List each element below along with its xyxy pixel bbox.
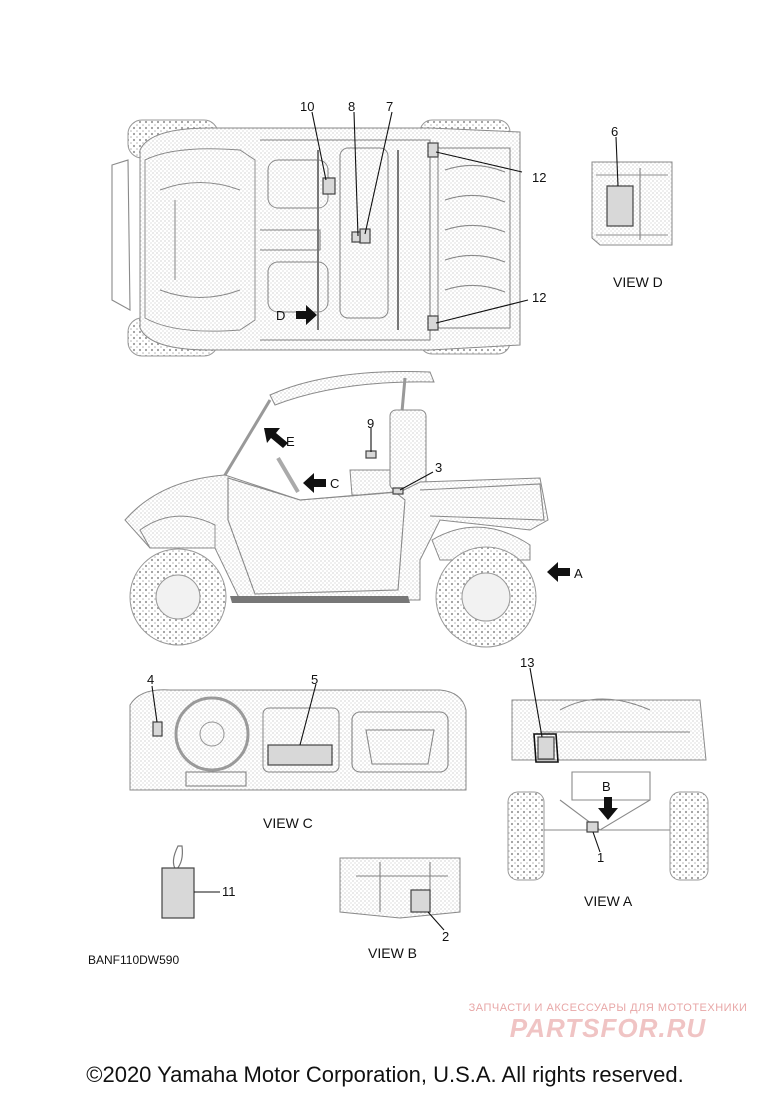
view-d-title: VIEW D	[613, 274, 663, 290]
view-b-title: VIEW B	[368, 945, 417, 961]
label-2-part	[410, 889, 431, 913]
callout-2: 2	[442, 929, 449, 944]
arrow-right-icon	[296, 305, 317, 325]
callout-4: 4	[147, 672, 154, 687]
callout-6: 6	[611, 124, 618, 139]
callout-12-bottom: 12	[532, 290, 546, 305]
label-7-part	[359, 228, 371, 244]
view-letter-e: E	[286, 434, 295, 449]
label-13-part	[537, 736, 555, 760]
top-view-drawing	[111, 119, 521, 357]
label-3-part	[392, 487, 404, 495]
label-4-part	[152, 721, 163, 737]
diagram-code: BANF110DW590	[88, 953, 179, 967]
view-b-drawing	[339, 857, 461, 931]
callout-8: 8	[348, 99, 355, 114]
callout-9: 9	[367, 416, 374, 431]
watermark-logo: PARTSFOR.RU	[509, 1013, 707, 1043]
callout-5: 5	[311, 672, 318, 687]
callout-12-top: 12	[532, 170, 546, 185]
view-letter-d: D	[276, 308, 285, 323]
view-c-drawing	[129, 683, 467, 791]
callout-7: 7	[386, 99, 393, 114]
arrow-left-icon	[303, 473, 326, 493]
callout-10: 10	[300, 99, 314, 114]
view-letter-c: C	[330, 476, 339, 491]
arrow-left-icon	[547, 562, 570, 582]
watermark-tagline: ЗАПЧАСТИ И АКСЕССУАРЫ ДЛЯ МОТОТЕХНИКИ	[468, 1002, 748, 1014]
callout-3: 3	[435, 460, 442, 475]
side-view-drawing	[124, 371, 549, 648]
label-5-part	[267, 744, 333, 766]
view-d-drawing	[591, 136, 673, 246]
label-10-part	[322, 177, 336, 195]
view-letter-a: A	[574, 566, 583, 581]
arrow-down-icon	[598, 797, 618, 820]
top-view-leaders	[311, 111, 529, 324]
label-9-part	[365, 450, 377, 459]
callout-11: 11	[222, 884, 236, 899]
copyright-notice: ©2020 Yamaha Motor Corporation, U.S.A. A…	[86, 1062, 684, 1087]
view-c-title: VIEW C	[263, 815, 313, 831]
label-8-part	[351, 231, 361, 243]
view-a-title: VIEW A	[584, 893, 633, 909]
arrow-up-left-icon	[264, 428, 288, 448]
callout-1: 1	[597, 850, 604, 865]
watermark: ЗАПЧАСТИ И АКСЕССУАРЫ ДЛЯ МОТОТЕХНИКИ PA…	[458, 1002, 758, 1042]
tag-icon	[161, 845, 220, 919]
label-1-part	[586, 821, 599, 833]
view-letter-b: B	[602, 779, 611, 794]
label-6-part	[606, 185, 634, 227]
parts-diagram: 10 8 7 12 12 D 6 VIEW D	[88, 99, 709, 967]
callout-13: 13	[520, 655, 534, 670]
view-a-drawing	[507, 667, 709, 881]
label-12-top-part	[427, 142, 439, 158]
